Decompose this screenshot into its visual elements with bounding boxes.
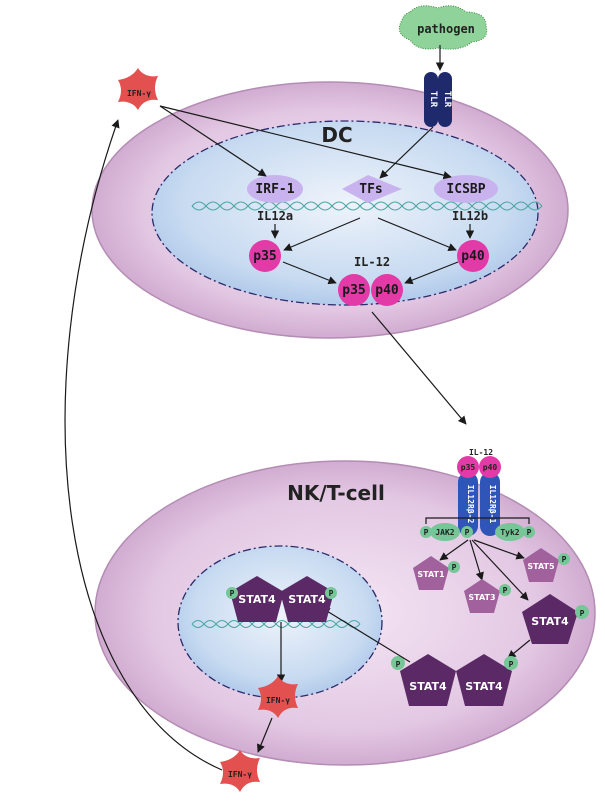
p-marker-label: P	[465, 528, 470, 537]
p-marker-label: P	[396, 660, 401, 669]
irf1-label: IRF-1	[255, 182, 294, 197]
tfs-node: TFs	[342, 175, 402, 203]
tyk2-node: Tyk2	[495, 523, 525, 541]
stat4-dimer-nucleus: STAT4 STAT4 P P	[226, 576, 337, 622]
tfs-label: TFs	[359, 182, 382, 197]
stat4-dimer-arrow	[507, 639, 531, 659]
receptor-p40: p40	[479, 456, 501, 478]
stat5-node: STAT5 P	[523, 548, 570, 582]
dc-nucleus	[151, 120, 539, 306]
ifng-top-label: IFN-γ	[127, 89, 151, 98]
p-marker-label: P	[503, 586, 508, 595]
tlr-label-b: TLR	[442, 91, 452, 108]
phospho-markers-receptor: P P P	[420, 526, 535, 538]
nuc-right-label: STAT4	[288, 593, 326, 606]
tlr-label-a: TLR	[428, 91, 438, 108]
receptor-p35: p35	[457, 456, 479, 478]
stat4-node: STAT4 P	[522, 594, 589, 644]
jak2-node: JAK2	[430, 523, 460, 541]
stat4-dimer-cytoplasm: STAT4 STAT4 P P	[391, 654, 518, 706]
receptor-p35-label: p35	[461, 463, 476, 472]
irf1-node: IRF-1	[247, 175, 303, 203]
ifng-inside: IFN-γ	[258, 676, 298, 718]
il12b-gene-label: IL12b	[452, 209, 488, 223]
receptor-bracket-arrows	[425, 517, 530, 601]
p35-node: p35	[249, 240, 281, 272]
p40-label: p40	[461, 249, 485, 264]
dc-title: DC	[321, 123, 352, 147]
ifng-bottom: IFN-γ	[220, 750, 260, 792]
il12rb1-label: IL12Rβ-1	[488, 485, 497, 524]
dimer-right-label: STAT4	[465, 680, 503, 693]
nk-nucleus	[177, 545, 383, 699]
ifng-inside-label: IFN-γ	[266, 696, 290, 705]
stat5-label: STAT5	[527, 562, 555, 571]
p-marker-label: P	[580, 609, 585, 618]
stat1-node: STAT1 P	[413, 556, 460, 590]
secretion-arrow	[256, 717, 273, 753]
icsbp-node: ICSBP	[434, 175, 498, 203]
tlr-receptor: TLR TLR	[424, 72, 452, 127]
p-marker-label: P	[562, 555, 567, 564]
il12-complex: p35 p40	[338, 274, 403, 306]
receptor-il12rb2: IL12Rβ-2	[458, 472, 478, 536]
tyk2-label: Tyk2	[500, 528, 519, 537]
dimer-nucleus-arrow	[321, 607, 411, 663]
complex-p35-label: p35	[342, 283, 365, 298]
il12rb2-label: IL12Rβ-2	[466, 485, 475, 524]
nk-dna-helix	[191, 620, 361, 628]
p-marker-label: P	[230, 589, 235, 598]
p40-node: p40	[457, 240, 489, 272]
feedback-arrow	[64, 119, 223, 771]
nk-title: NK/T-cell	[287, 481, 385, 505]
receptor-p40-label: p40	[483, 463, 498, 472]
stat1-label: STAT1	[417, 570, 445, 579]
dimer-left-label: STAT4	[409, 680, 447, 693]
ifng-top: IFN-γ	[118, 68, 158, 110]
il12a-gene-label: IL12a	[257, 209, 293, 223]
receptor-il12-label: IL-12	[469, 448, 493, 457]
stat3-label: STAT3	[468, 593, 495, 602]
jak2-label: JAK2	[435, 528, 454, 537]
nuc-left-label: STAT4	[238, 593, 276, 606]
p-marker-label: P	[329, 589, 334, 598]
il12-label: IL-12	[354, 255, 390, 269]
pathogen-label: pathogen	[417, 22, 475, 36]
ifng-bottom-label: IFN-γ	[228, 770, 252, 779]
p-marker-label: P	[452, 563, 457, 572]
pathogen-node: pathogen	[398, 5, 488, 50]
dc-arrows	[159, 105, 475, 425]
icsbp-label: ICSBP	[446, 182, 485, 197]
p-marker-label: P	[509, 660, 514, 669]
receptor-il12rb1: IL12Rβ-1	[480, 472, 500, 536]
p35-label: p35	[253, 249, 276, 264]
p-marker-label: P	[424, 528, 429, 537]
stat3-node: STAT3 P	[464, 579, 511, 613]
stat4-label: STAT4	[531, 615, 569, 628]
p-marker-label: P	[527, 528, 532, 537]
complex-p40-label: p40	[375, 283, 399, 298]
